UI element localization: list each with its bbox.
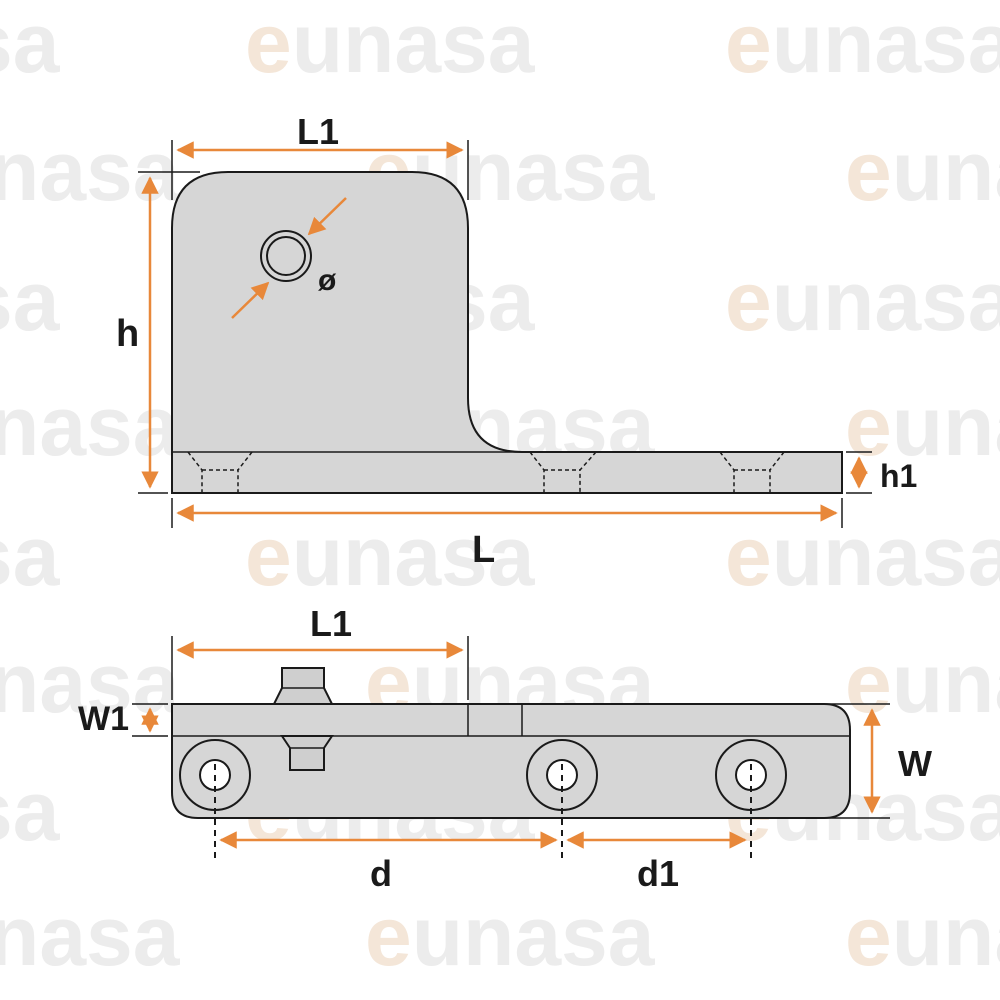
side-view: L1 h ø h1 L [116,111,917,571]
label-L1-plan: L1 [310,603,352,644]
watermark-text: eunasa [0,764,61,858]
pin-bottom [280,735,334,771]
watermark-text: eunasa [245,509,536,603]
watermark-text: eunasa [0,889,181,983]
watermark-text: eunasa [245,0,536,90]
watermark-text: eunasa [845,124,1000,218]
watermark-text: eunasa [0,254,61,348]
side-view-extension-lines [138,140,872,528]
plan-view: L1 W1 W d d1 [78,603,932,894]
mount-hole-inner [266,236,306,276]
label-d1: d1 [637,853,679,894]
label-d: d [370,853,392,894]
pin-top [272,667,334,705]
label-h: h [116,313,139,355]
label-h1: h1 [880,458,917,494]
watermark-text: eunasa [0,0,61,90]
watermark-text: eunasa [0,124,181,218]
hole-center-lines [214,764,752,858]
label-W: W [898,743,932,784]
label-L1-top: L1 [297,111,339,152]
watermark-text: eunasa [365,889,656,983]
dim-diameter-arrow-lower [231,281,270,319]
watermark-text: eunasa [0,379,181,473]
plan-view-extension-lines [132,636,890,819]
dim-diameter-arrow-upper [307,197,347,236]
bracket-plan-plate [171,703,851,819]
watermark-text: eunasa [725,254,1000,348]
label-L: L [472,529,495,571]
watermark-text: eunasa [0,509,61,603]
watermark-text: eunasa [845,636,1000,730]
label-W1: W1 [78,700,129,738]
watermark-text: eunasa [845,889,1000,983]
watermark-text: eunasa [725,0,1000,90]
watermark-text: eunasa [845,379,1000,473]
watermark-text: eunasa [725,509,1000,603]
label-diameter: ø [318,264,337,297]
bracket-side-profile [171,171,843,494]
countersink-hidden-lines [187,451,785,493]
